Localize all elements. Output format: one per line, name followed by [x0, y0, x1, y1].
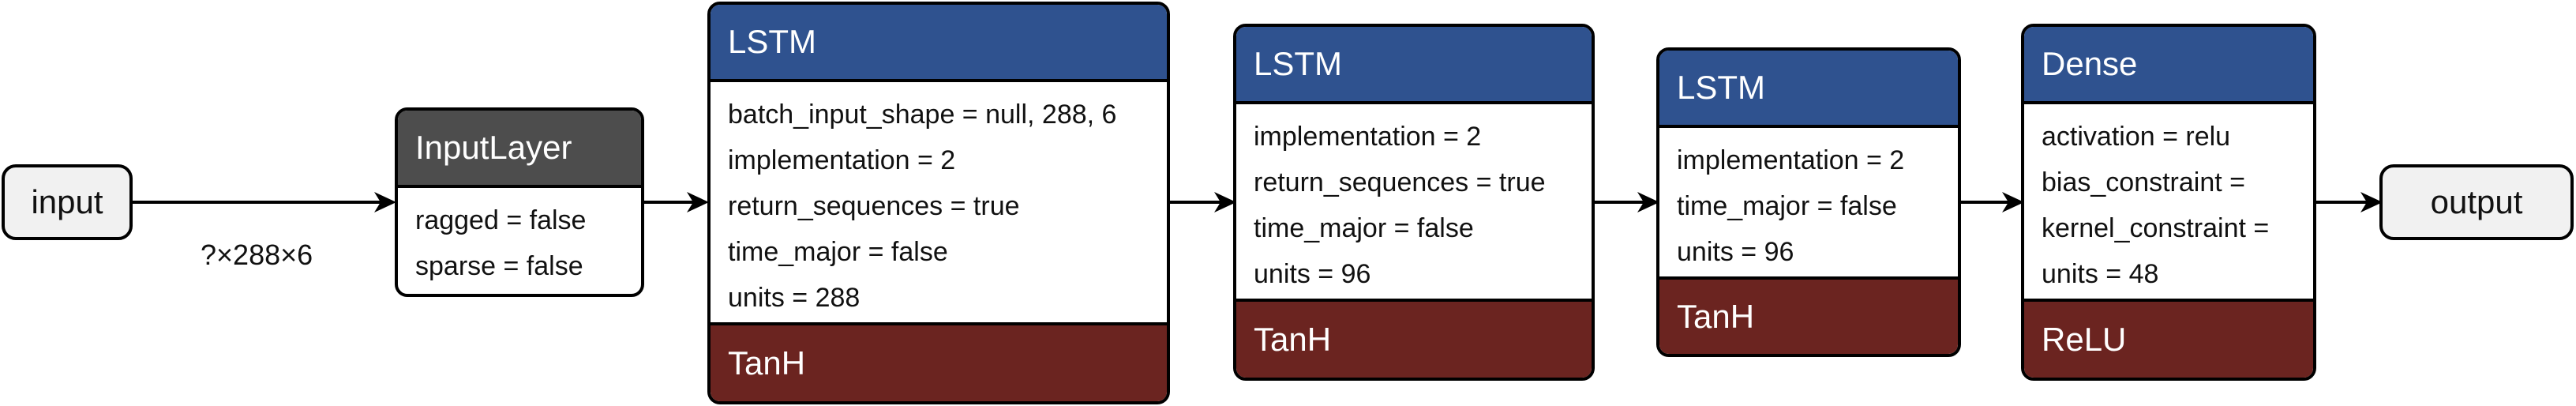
lstm-layer-block: LSTM implementation = 2 return_sequences… [1233, 24, 1595, 381]
layer-type-label: LSTM [1254, 45, 1343, 82]
layer-param: ragged = false [415, 205, 587, 235]
output-node: output [2379, 164, 2574, 240]
layer-param: sparse = false [415, 251, 583, 281]
layer-param: units = 96 [1254, 259, 1371, 289]
layer-param: implementation = 2 [1254, 122, 1482, 152]
layer-params: implementation = 2 return_sequences = tr… [1236, 104, 1592, 299]
layer-param: batch_input_shape = null, 288, 6 [728, 100, 1117, 130]
layer-header: InputLayer [398, 111, 641, 188]
layer-param: return_sequences = true [728, 191, 1020, 221]
layer-param: kernel_constraint = [2042, 213, 2270, 243]
layer-params: implementation = 2 time_major = false un… [1659, 128, 1958, 276]
layer-param: return_sequences = true [1254, 167, 1546, 197]
layer-params: activation = relu bias_constraint = kern… [2024, 104, 2313, 299]
layer-param: time_major = false [1677, 191, 1897, 221]
layer-type-label: Dense [2042, 45, 2138, 82]
dense-layer-block: Dense activation = relu bias_constraint … [2021, 24, 2316, 381]
arrowhead-icon [374, 192, 396, 212]
activation-footer: TanH [1236, 299, 1592, 378]
arrowhead-icon [2360, 192, 2383, 212]
arrowhead-icon [1637, 192, 1659, 212]
layer-param: time_major = false [728, 237, 948, 267]
arrowhead-icon [687, 192, 709, 212]
arrowhead-icon [1214, 192, 1236, 212]
input-node-label: input [31, 183, 103, 220]
layer-type-label: LSTM [728, 23, 817, 60]
activation-label: TanH [1254, 321, 1332, 358]
arrowhead-icon [2002, 192, 2024, 212]
activation-footer: ReLU [2024, 299, 2313, 378]
input-layer-block: InputLayer ragged = false sparse = false [395, 107, 644, 297]
layer-params: batch_input_shape = null, 288, 6 impleme… [711, 82, 1167, 322]
output-node-label: output [2430, 183, 2523, 220]
lstm-layer-block: LSTM implementation = 2 time_major = fal… [1656, 47, 1961, 357]
activation-footer: TanH [1659, 276, 1958, 354]
layer-params: ragged = false sparse = false [398, 188, 641, 294]
layer-header: LSTM [1236, 27, 1592, 104]
lstm-layer-block: LSTM batch_input_shape = null, 288, 6 im… [707, 2, 1170, 404]
layer-param: units = 48 [2042, 259, 2159, 289]
layer-param: implementation = 2 [1677, 145, 1905, 175]
layer-header: LSTM [1659, 51, 1958, 128]
layer-type-label: LSTM [1677, 69, 1766, 106]
layer-type-label: InputLayer [415, 129, 572, 166]
layer-param: time_major = false [1254, 213, 1474, 243]
layer-header: Dense [2024, 27, 2313, 104]
activation-label: TanH [728, 344, 806, 382]
layer-param: units = 96 [1677, 237, 1794, 267]
activation-footer: TanH [711, 322, 1167, 401]
activation-label: ReLU [2042, 321, 2127, 358]
layer-param: implementation = 2 [728, 145, 956, 175]
layer-param: units = 288 [728, 283, 861, 313]
input-shape-label: ?×288×6 [201, 239, 313, 271]
activation-label: TanH [1677, 298, 1755, 335]
layer-param: bias_constraint = [2042, 167, 2245, 197]
layer-param: activation = relu [2042, 122, 2231, 152]
input-node: input [2, 164, 133, 240]
layer-header: LSTM [711, 5, 1167, 82]
